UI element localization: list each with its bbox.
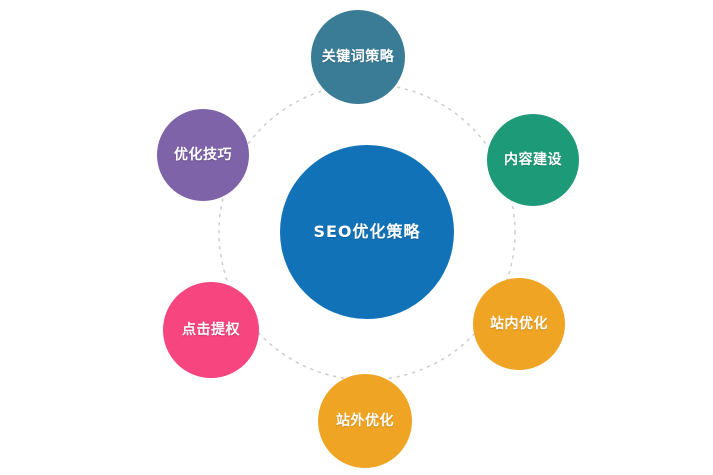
satellite-node-label: 站内优化 <box>490 315 548 332</box>
satellite-node-label: 关键词策略 <box>321 48 395 65</box>
center-node-seo-strategy[interactable]: SEO优化策略 <box>280 145 454 319</box>
satellite-node-label: 优化技巧 <box>174 146 232 163</box>
satellite-node-label: 内容建设 <box>504 151 562 168</box>
satellite-node-label: 点击提权 <box>182 321 240 338</box>
satellite-node-click-weighting[interactable]: 点击提权 <box>163 282 259 378</box>
satellite-node-content-building[interactable]: 内容建设 <box>487 114 579 206</box>
satellite-node-offsite-optimization[interactable]: 站外优化 <box>318 374 412 468</box>
satellite-node-optimization-techniques[interactable]: 优化技巧 <box>157 109 249 201</box>
satellite-node-label: 站外优化 <box>336 412 394 429</box>
satellite-node-onsite-optimization[interactable]: 站内优化 <box>473 278 565 370</box>
center-node-label: SEO优化策略 <box>313 221 421 241</box>
satellite-node-keyword-strategy[interactable]: 关键词策略 <box>311 10 405 104</box>
